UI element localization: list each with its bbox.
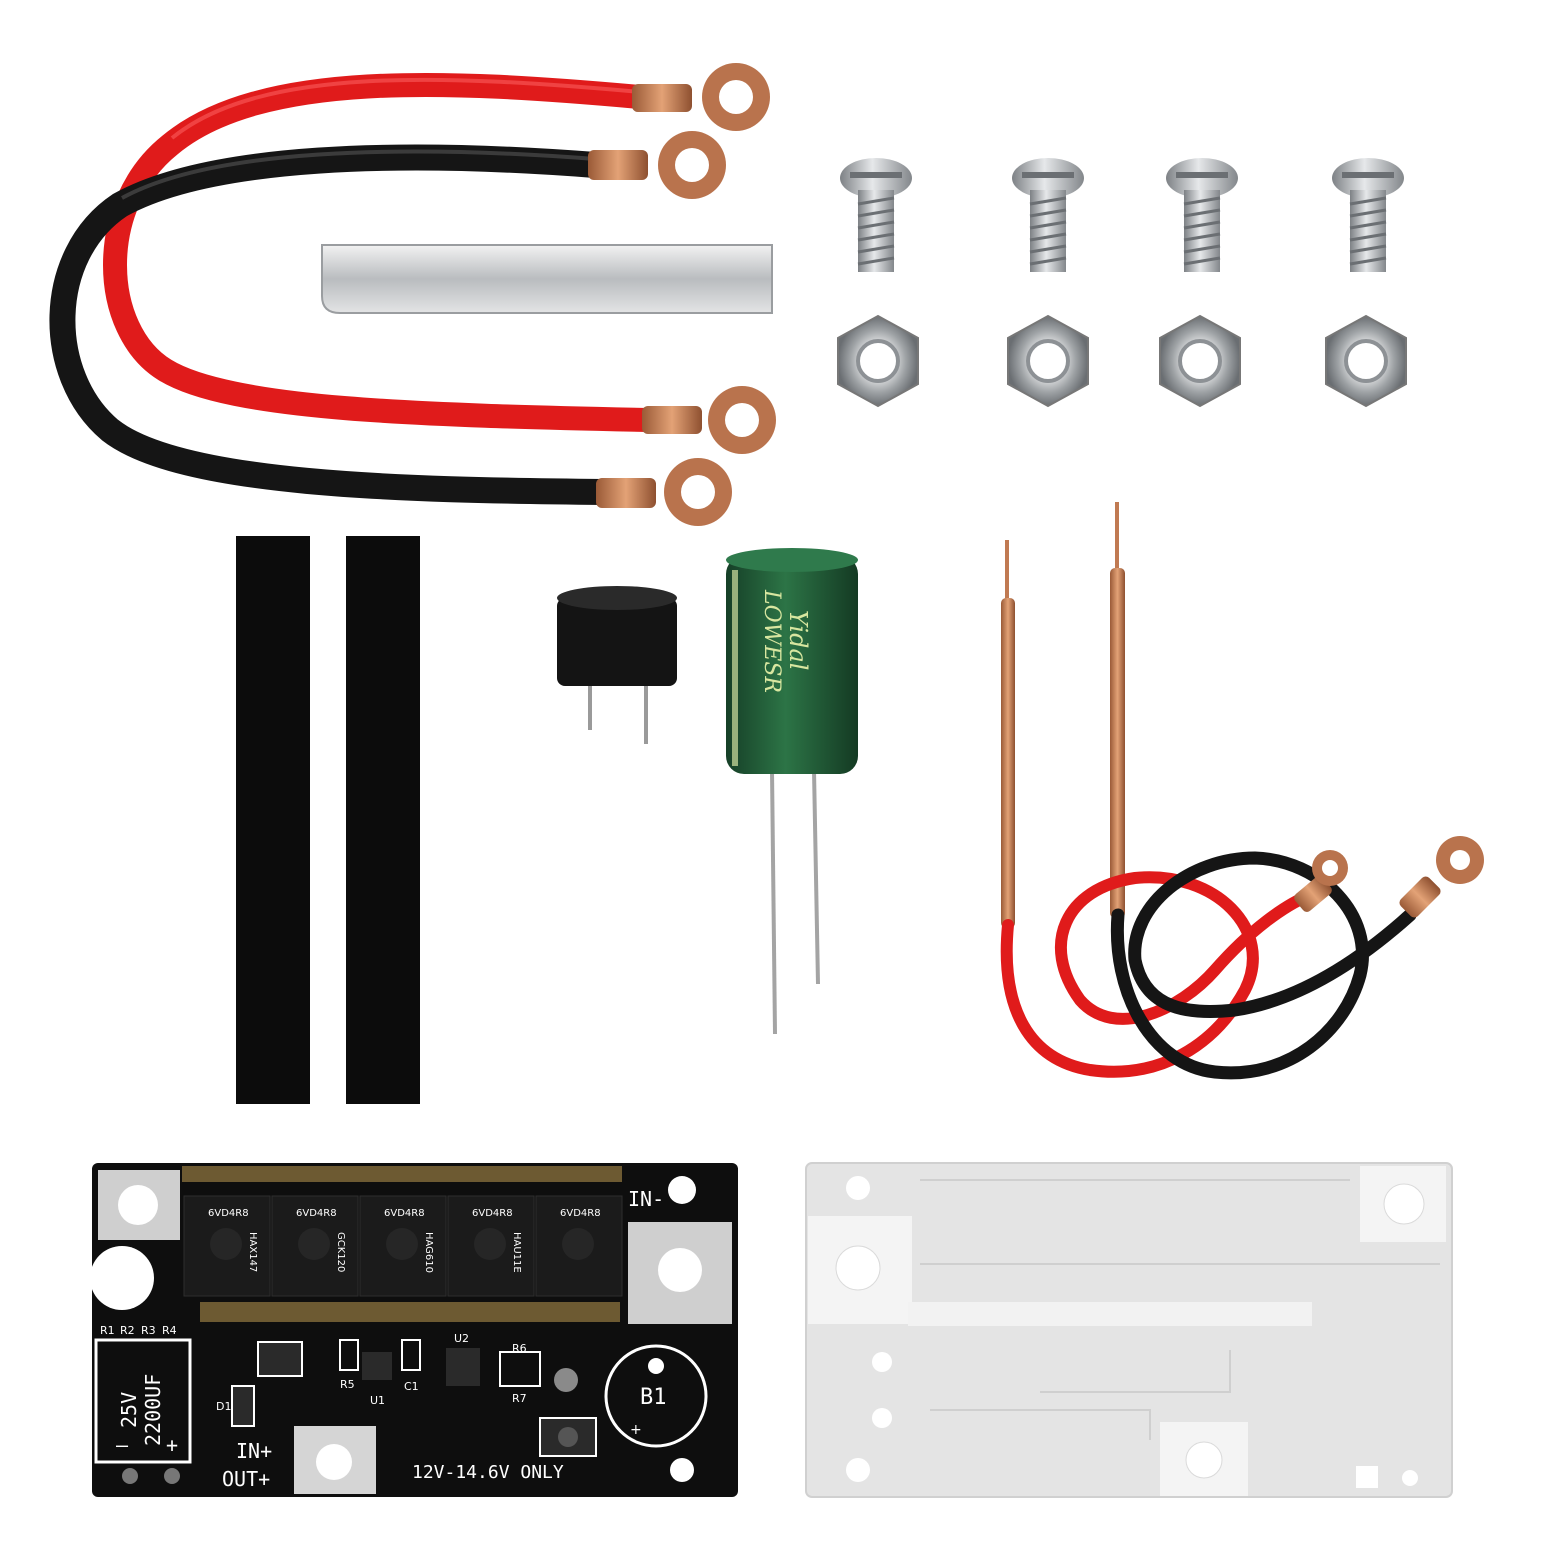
mosfet-mark: 6VD4R8 — [296, 1208, 337, 1219]
capacitor-text-esr: LOWESR — [759, 589, 784, 693]
label-c1: C1 — [404, 1380, 419, 1393]
label-r7: R7 — [512, 1392, 527, 1405]
cap-rating-capacitance: 2200UF — [141, 1374, 165, 1446]
screw-icon — [1332, 158, 1404, 272]
pcb-front: 6VD4R8 6VD4R8 6VD4R8 6VD4R8 6VD4R8 HAX14… — [90, 1163, 738, 1497]
ring-terminal-icon — [596, 458, 732, 526]
welding-pen-icon — [1110, 502, 1125, 918]
nut-icon — [837, 314, 919, 408]
label-u2: U2 — [454, 1332, 469, 1345]
ring-terminal-icon — [1399, 836, 1484, 918]
buzzer-icon — [557, 586, 677, 744]
welding-pen-icon — [1001, 540, 1015, 928]
ring-terminal-icon — [632, 63, 770, 131]
label-r1: R1 — [100, 1324, 115, 1337]
label-r4: R4 — [162, 1324, 177, 1337]
label-in-plus: IN+ — [236, 1439, 272, 1463]
nut-icon — [1325, 314, 1407, 408]
screw-icon — [1012, 158, 1084, 272]
ring-terminal-icon — [1294, 850, 1348, 912]
nickel-strip — [321, 244, 773, 314]
red-cable-large — [103, 72, 660, 432]
black-cable-large — [49, 144, 618, 505]
cap-minus: — — [116, 1433, 129, 1457]
nut-icon — [1007, 314, 1089, 408]
mosfet-mark: 6VD4R8 — [208, 1208, 249, 1219]
ring-terminal-icon — [588, 131, 726, 199]
mosfet-code: HAG610 — [423, 1232, 434, 1273]
screw-icon — [840, 158, 912, 272]
capacitor-text-brand: Yidal — [784, 610, 812, 670]
label-b1: B1 — [640, 1385, 667, 1410]
mosfet-mark: 6VD4R8 — [560, 1208, 601, 1219]
mosfet-row: 6VD4R8 6VD4R8 6VD4R8 6VD4R8 6VD4R8 HAX14… — [183, 1195, 623, 1297]
label-d1: D1 — [216, 1400, 231, 1413]
foam-strip-left — [236, 536, 310, 1104]
mosfet-code: GCK120 — [335, 1232, 346, 1272]
label-r3: R3 — [141, 1324, 156, 1337]
label-r2: R2 — [120, 1324, 135, 1337]
label-out-plus: OUT+ — [222, 1467, 270, 1491]
cap-rating-voltage: 25V — [117, 1392, 141, 1428]
mosfet-code: HAX147 — [247, 1232, 258, 1272]
mosfet-mark: 6VD4R8 — [472, 1208, 513, 1219]
label-r6: R6 — [512, 1342, 527, 1355]
label-in-minus: IN- — [628, 1187, 664, 1211]
electrolytic-capacitor: LOWESR Yidal — [726, 548, 858, 1035]
mosfet-code: HAU11E — [511, 1232, 522, 1273]
cap-plus: + — [166, 1433, 178, 1457]
red-cable-small — [1000, 871, 1316, 1078]
label-r5: R5 — [340, 1378, 355, 1391]
nut-icon — [1159, 314, 1241, 408]
screw-icon — [1166, 158, 1238, 272]
black-cable-small — [1110, 851, 1417, 1080]
ring-terminal-icon — [642, 386, 776, 454]
label-voltage: 12V-14.6V ONLY — [412, 1462, 564, 1483]
pcb-back — [805, 1162, 1453, 1498]
mosfet-mark: 6VD4R8 — [384, 1208, 425, 1219]
foam-strip-right — [346, 536, 420, 1104]
label-u1: U1 — [370, 1394, 385, 1407]
label-plus: + — [630, 1422, 642, 1438]
